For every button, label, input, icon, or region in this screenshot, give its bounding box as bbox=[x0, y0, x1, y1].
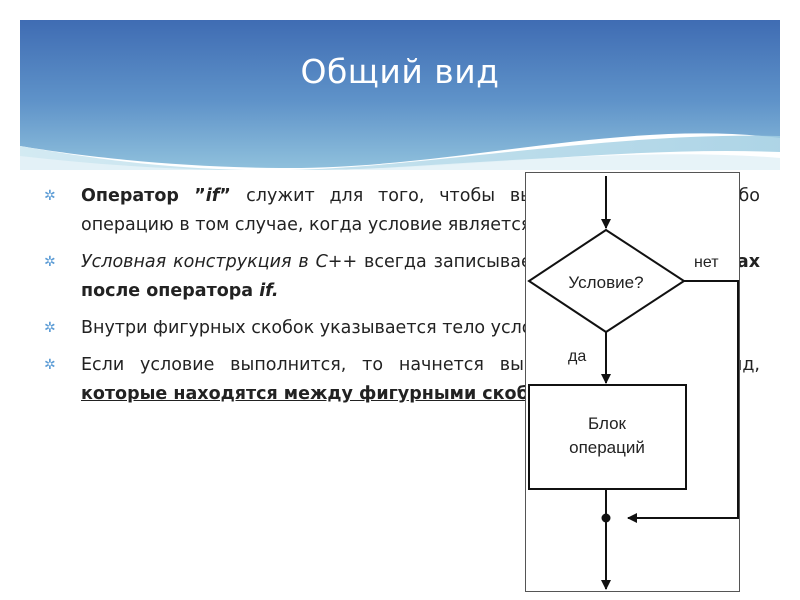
condition-label: Условие? bbox=[568, 273, 643, 292]
block-label-line2: операций bbox=[569, 438, 645, 457]
bullet-text: Внутри фигурных скобок указывается тело … bbox=[81, 318, 570, 338]
text-segment: которые находятся между фигурными скобка… bbox=[81, 384, 586, 404]
bullet-star-icon: ✲ bbox=[44, 320, 56, 336]
text-segment: if bbox=[205, 186, 220, 206]
text-segment: if. bbox=[259, 281, 279, 301]
if-flowchart: Условие? нет да Блок операций bbox=[525, 172, 740, 592]
text-segment: Внутри фигурных скобок указывается тело … bbox=[81, 318, 571, 338]
bullet-star-icon: ✲ bbox=[44, 357, 56, 373]
block-label-line1: Блок bbox=[588, 414, 627, 433]
yes-label: да bbox=[568, 348, 586, 365]
title-banner: Общий вид bbox=[20, 20, 780, 170]
banner-wave-graphic bbox=[20, 20, 780, 170]
text-segment: Оператор ” bbox=[81, 186, 206, 206]
operations-block bbox=[528, 384, 687, 490]
text-segment: ” bbox=[219, 186, 247, 206]
no-label: нет bbox=[694, 254, 719, 271]
text-segment: Условная конструкция в С++ bbox=[81, 252, 365, 272]
bullet-star-icon: ✲ bbox=[44, 188, 56, 204]
no-branch-line bbox=[627, 280, 739, 523]
slide-title: Общий вид bbox=[300, 52, 500, 91]
bullet-star-icon: ✲ bbox=[44, 254, 56, 270]
bullet-item: ✲ Внутри фигурных скобок указывается тел… bbox=[44, 314, 760, 343]
flowchart-diagram: Условие? нет да Блок операций bbox=[527, 176, 739, 590]
